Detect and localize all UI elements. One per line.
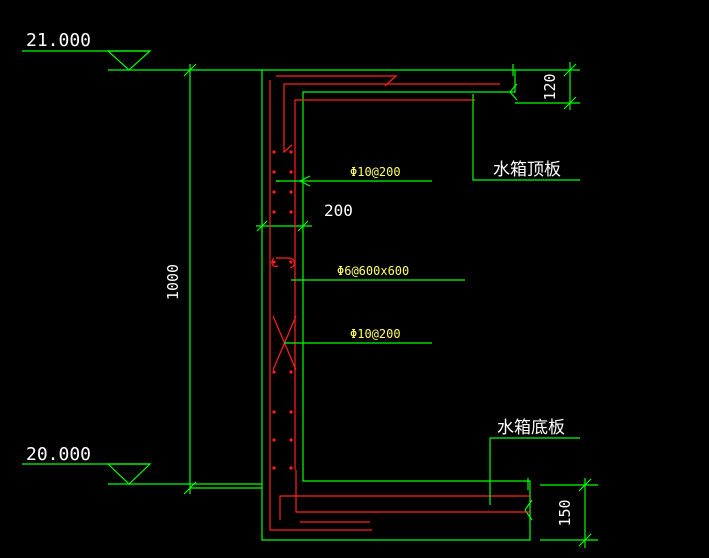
inner-vertical-bar [294, 99, 475, 470]
rebar-dots [272, 150, 293, 470]
top-slab-upper-bar [276, 75, 398, 87]
outer-vertical-bar [269, 80, 372, 531]
top-slab-dimension [563, 62, 577, 110]
callout-bottom-slab: 水箱底板 [497, 418, 565, 438]
top-slab-dimension-label: 120 [541, 73, 559, 100]
tie-hook [271, 257, 296, 269]
leader-top-slab [472, 94, 580, 181]
rebar-label-horizontal: Φ10@200 [350, 327, 401, 341]
rebar-label-ties: Φ6@600x600 [337, 264, 409, 278]
elevation-bottom-label: 20.000 [26, 444, 91, 465]
callout-top-slab: 水箱顶板 [493, 160, 561, 180]
top-hook [283, 84, 293, 154]
elevation-top [22, 50, 190, 71]
leader-arrow [276, 175, 311, 187]
bottom-slab-upper-bar [279, 495, 530, 520]
height-dimension [183, 63, 197, 495]
wall-thickness-label: 200 [324, 201, 353, 220]
bottom-slab-dimension-label: 150 [556, 499, 574, 526]
rebar [269, 75, 530, 531]
elevation-bottom [22, 463, 262, 485]
wall-thickness-dimension [256, 220, 312, 232]
height-dimension-label: 1000 [164, 264, 182, 300]
elevation-top-label: 21.000 [26, 30, 91, 51]
top-break-mark [509, 64, 518, 101]
leaders [276, 94, 580, 505]
leader-bottom-slab [489, 437, 580, 505]
bottom-slab-lower-bar [295, 470, 530, 513]
rebar-label-vertical: Φ10@200 [350, 165, 401, 179]
bottom-slab-dimension [578, 478, 592, 548]
